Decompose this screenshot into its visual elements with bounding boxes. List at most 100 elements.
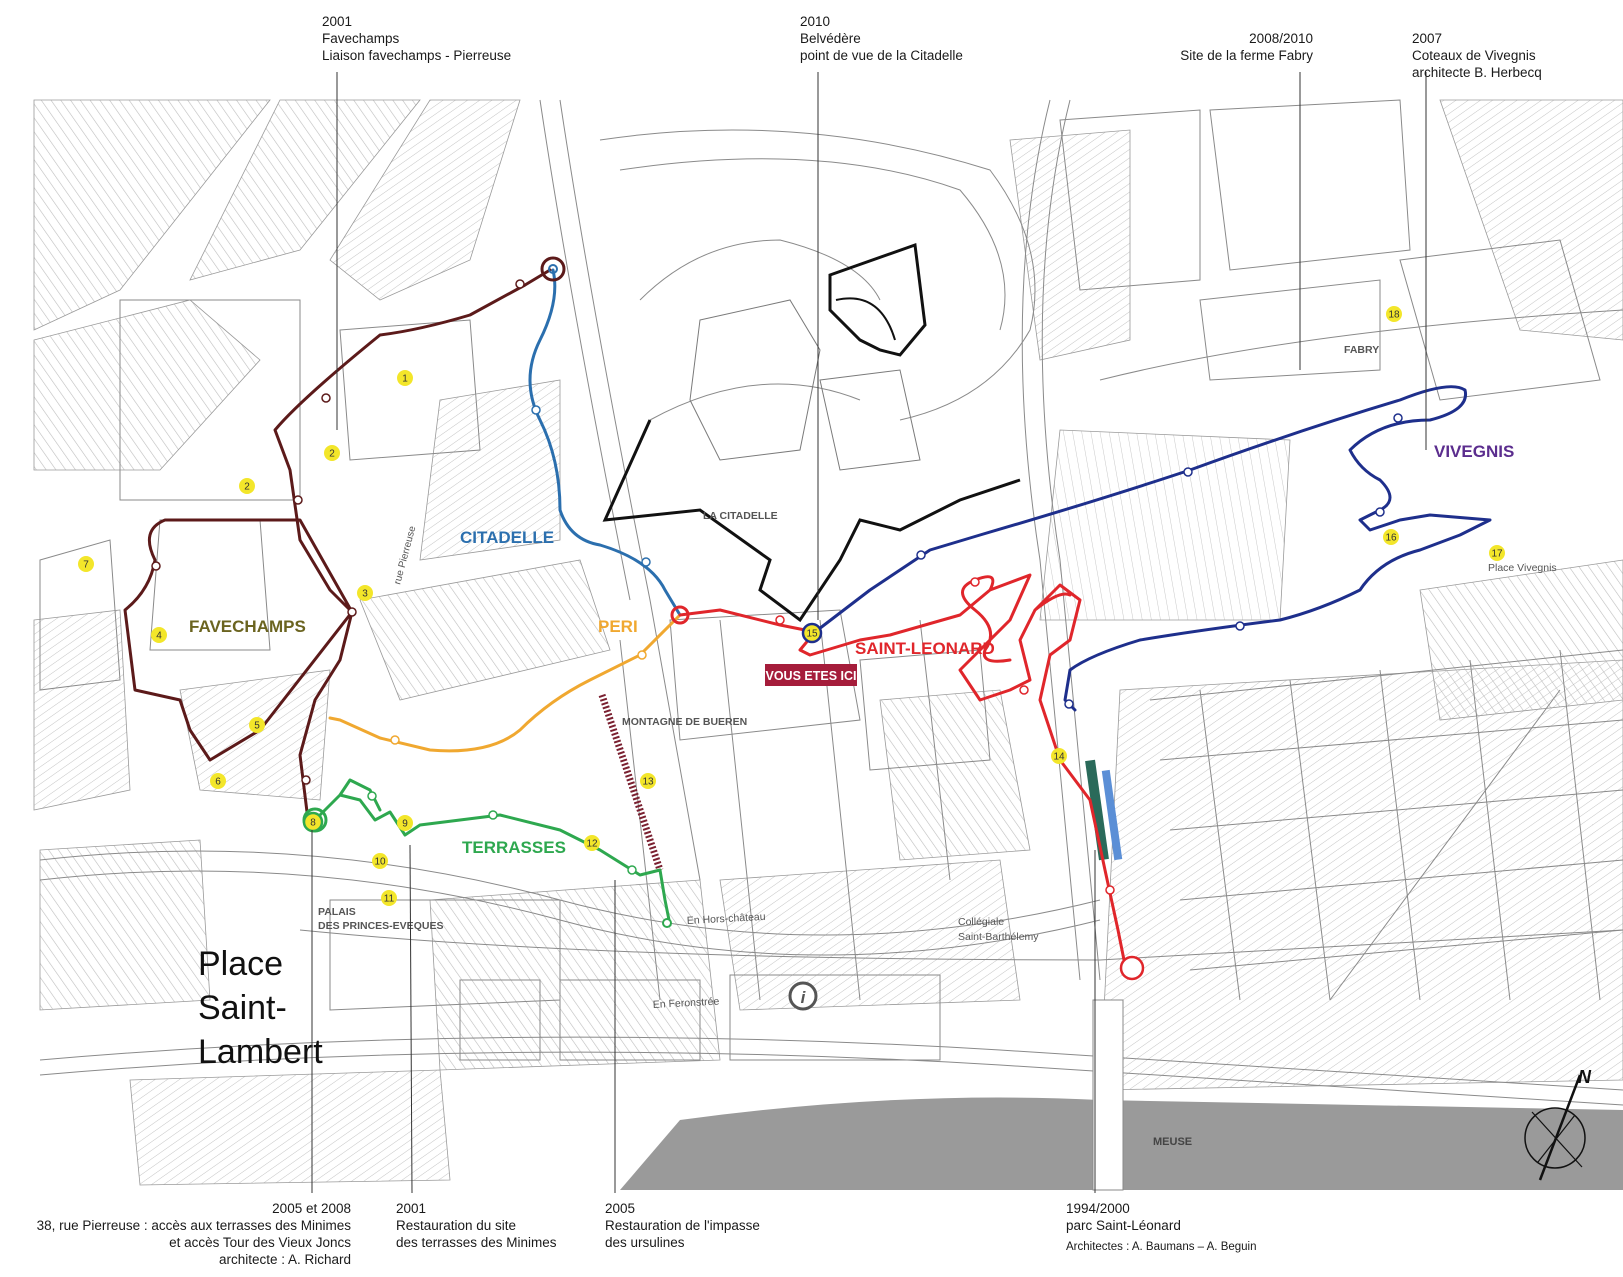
label-vivegnis: VIVEGNIS	[1434, 442, 1514, 461]
marker-number: 12	[586, 839, 598, 850]
marker-18[interactable]: 18	[1386, 306, 1402, 322]
marker-number: 9	[402, 819, 408, 830]
caption-year: 1994/2000	[1066, 1201, 1130, 1216]
caption-line: Coteaux de Vivegnis	[1412, 48, 1536, 63]
marker-6[interactable]: 6	[210, 773, 226, 789]
label-meuse: MEUSE	[1153, 1136, 1192, 1148]
info-point-letter: i	[801, 988, 807, 1007]
direction-arrows	[151, 279, 1403, 895]
route-terrasses[interactable]	[313, 778, 672, 927]
marker-circle	[801, 622, 823, 644]
marker-16[interactable]: 16	[1383, 529, 1399, 545]
marker-number: 15	[806, 629, 818, 640]
marker-circle	[1489, 545, 1505, 561]
caption-year: 2007	[1412, 31, 1443, 46]
route-endpoint-saint-leonard[interactable]	[1119, 955, 1145, 981]
route-junction-peri[interactable]	[670, 605, 690, 625]
marker-2[interactable]: 2	[324, 445, 340, 461]
route-vivegnis[interactable]	[813, 385, 1492, 712]
building-blocks	[33, 99, 1623, 1186]
route-peri[interactable]	[328, 613, 682, 753]
caption-line: des terrasses des Minimes	[396, 1235, 557, 1250]
route-saint-leonard[interactable]	[678, 573, 1127, 967]
marker-3[interactable]: 3	[357, 585, 373, 601]
marker-11[interactable]: 11	[381, 890, 397, 906]
info-point-icon[interactable]	[788, 981, 818, 1011]
route-endpoint-favechamps[interactable]	[540, 256, 566, 282]
bridge	[1092, 999, 1124, 1191]
marker-circle	[584, 835, 600, 851]
marker-number: 4	[156, 631, 162, 642]
marker-number: 7	[83, 560, 89, 571]
marker-number: 18	[1388, 310, 1400, 321]
marker-number: 16	[1385, 533, 1397, 544]
caption-line: Liaison favechamps - Pierreuse	[322, 48, 512, 63]
caption-year: 2005	[605, 1201, 636, 1216]
parc-saint-leonard-water	[1101, 769, 1123, 861]
marker-10[interactable]: 10	[372, 853, 388, 869]
street-grid	[39, 99, 1623, 1106]
route-endpoint-hors-chateau[interactable]	[662, 918, 672, 928]
marker-circle	[151, 627, 167, 643]
caption-year: 2001	[322, 14, 353, 29]
marker-14[interactable]: 14	[1051, 748, 1067, 764]
marker-2[interactable]: 2	[239, 478, 255, 494]
marker-number: 6	[215, 777, 221, 788]
you-are-here-label: VOUS ETES ICI	[766, 669, 857, 683]
marker-number: 8	[310, 818, 316, 829]
marker-9[interactable]: 9	[397, 815, 413, 831]
marker-number: 1	[402, 374, 408, 385]
label-citadelle: CITADELLE	[460, 528, 554, 547]
label-en-feronstree: En Feronstrée	[653, 996, 720, 1011]
marker-circle	[239, 478, 255, 494]
marker-circle	[324, 445, 340, 461]
marker-circle	[397, 370, 413, 386]
marker-8[interactable]: 8	[302, 811, 324, 833]
marker-circle	[397, 815, 413, 831]
label-montagne-de-bueren: MONTAGNE DE BUEREN	[622, 716, 747, 728]
marker-number: 2	[244, 482, 250, 493]
label-favechamps: FAVECHAMPS	[189, 617, 306, 636]
marker-number: 11	[384, 894, 395, 905]
citadel-fortress	[602, 242, 1021, 623]
caption-year: 2008/2010	[1249, 31, 1313, 46]
marker-circle	[210, 773, 226, 789]
caption-line: des ursulines	[605, 1235, 685, 1250]
marker-17[interactable]: 17	[1489, 545, 1505, 561]
marker-number: 10	[374, 857, 386, 868]
caption-line: Architectes : A. Baumans – A. Beguin	[1066, 1241, 1257, 1253]
marker-13[interactable]: 13	[640, 773, 656, 789]
label-place-saint-lambert-1: Place	[198, 945, 283, 983]
label-saint-leonard: SAINT-LEONARD	[855, 639, 995, 658]
route-endpoint-citadelle[interactable]	[548, 264, 558, 274]
label-collegiale-2: Saint-Barthélemy	[958, 931, 1039, 943]
compass-rose-icon: N	[1524, 1067, 1592, 1181]
marker-circle	[381, 890, 397, 906]
marker-12[interactable]: 12	[584, 835, 600, 851]
caption-line: Belvédère	[800, 31, 861, 46]
label-en-hors-chateau: En Hors-château	[687, 911, 766, 927]
caption-line: architecte : A. Richard	[218, 1252, 351, 1267]
caption-year: 2001	[396, 1201, 427, 1216]
marker-7[interactable]: 7	[78, 556, 94, 572]
caption-line: Favechamps	[322, 31, 400, 46]
route-citadelle[interactable]	[528, 268, 682, 617]
marker-4[interactable]: 4	[151, 627, 167, 643]
you-are-here-badge	[765, 664, 857, 686]
marker-number: 2	[329, 449, 335, 460]
marker-1[interactable]: 1	[397, 370, 413, 386]
marker-circle	[372, 853, 388, 869]
marker-15[interactable]: 15	[801, 622, 823, 644]
caption-line: et accès Tour des Vieux Joncs	[169, 1235, 351, 1250]
caption-leader-lines	[311, 72, 1427, 1194]
marker-circle	[1051, 748, 1067, 764]
marker-5[interactable]: 5	[249, 717, 265, 733]
marker-circle	[1383, 529, 1399, 545]
